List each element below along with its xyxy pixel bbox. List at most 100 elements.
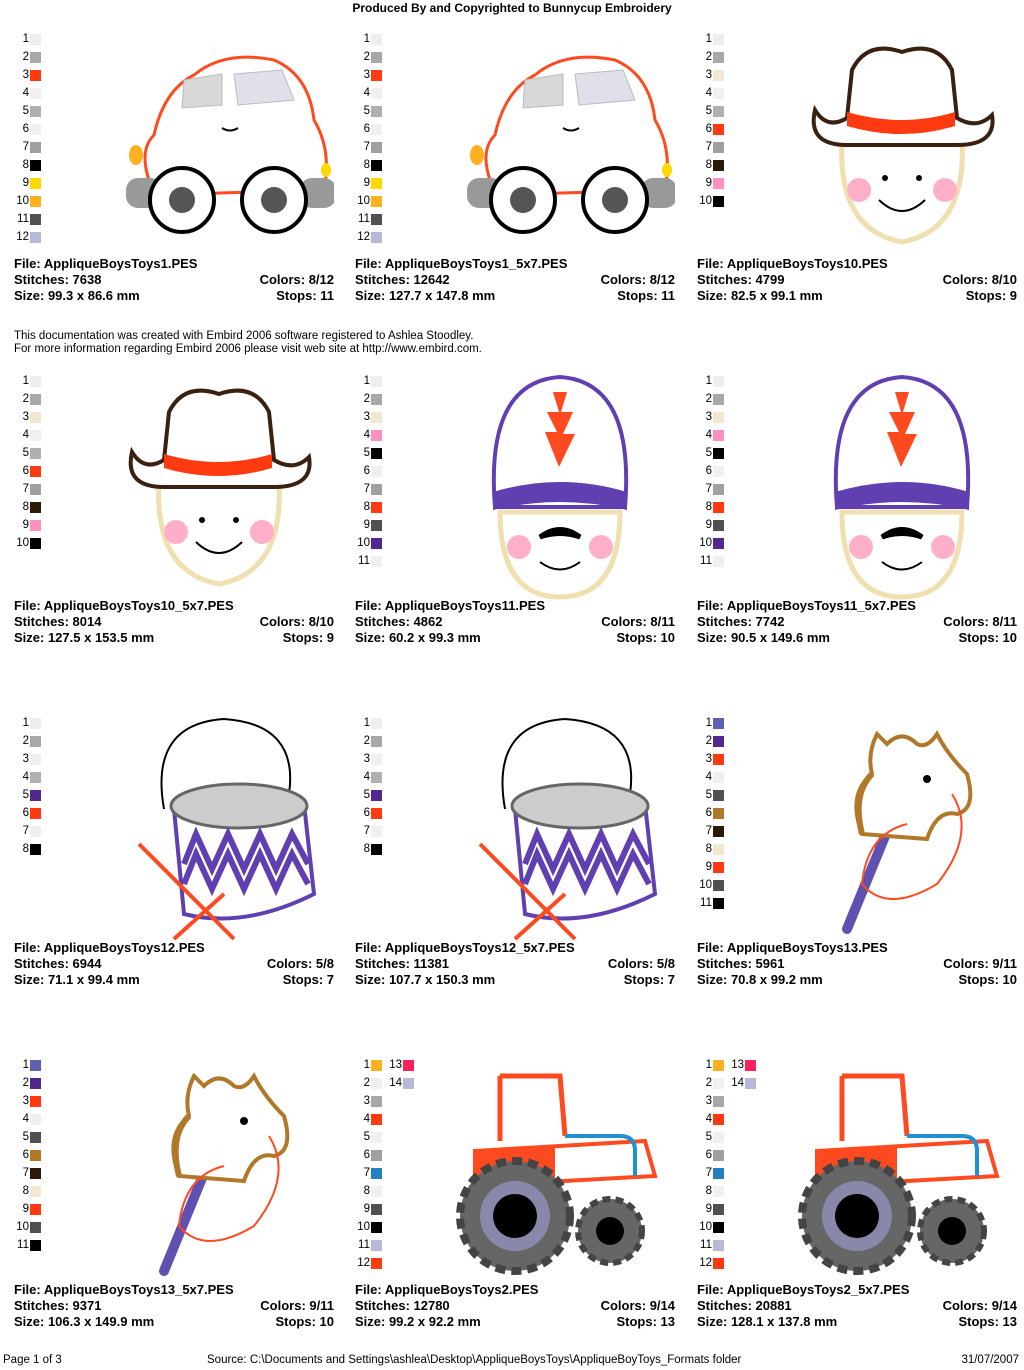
swatch-number: 3 (22, 69, 29, 81)
swatch-color-box (371, 1257, 382, 1269)
swatch-color-box (371, 213, 382, 225)
swatch-number: 9 (22, 1203, 29, 1215)
swatch-color-box (371, 51, 382, 63)
swatch-color-box (403, 1077, 414, 1089)
swatch-number: 9 (705, 519, 712, 531)
color-swatch: 7 (697, 1164, 724, 1182)
stop-count: Stops: 13 (616, 1314, 675, 1329)
color-swatch: 2 (355, 48, 382, 66)
swatch-color-box (713, 771, 724, 783)
color-swatch: 3 (14, 408, 41, 426)
swatch-color-box (371, 447, 382, 459)
color-swatch: 1 (697, 30, 724, 48)
swatch-number: 1 (22, 33, 29, 45)
swatch-number: 3 (363, 753, 370, 765)
color-swatch: 3 (14, 750, 41, 768)
swatch-color-box (30, 735, 41, 747)
swatch-number: 1 (22, 1059, 29, 1071)
swatch-number: 4 (22, 429, 29, 441)
swatch-color-box (371, 753, 382, 765)
color-swatch: 11 (14, 210, 41, 228)
stitch-count: Stitches: 8014 (14, 614, 102, 629)
swatch-color-box (713, 141, 724, 153)
swatch-number: 9 (363, 519, 370, 531)
swatch-color-box (371, 1131, 382, 1143)
color-swatch: 1 (14, 30, 41, 48)
color-swatch: 9 (355, 1200, 382, 1218)
color-count: Colors: 5/8 (266, 956, 334, 971)
swatch-number: 8 (22, 501, 29, 513)
color-swatch: 2 (355, 390, 382, 408)
swatch-number: 8 (363, 1185, 370, 1197)
swatch-color-box (371, 825, 382, 837)
swatch-color-box (371, 87, 382, 99)
swatch-color-box (713, 1185, 724, 1197)
swatch-number: 11 (700, 1239, 712, 1251)
swatch-number: 3 (22, 411, 29, 423)
print-date: 31/07/2007 (961, 1354, 1019, 1366)
swatch-color-box (30, 213, 41, 225)
swatch-number: 4 (705, 429, 712, 441)
stop-count: Stops: 13 (958, 1314, 1017, 1329)
swatch-color-box (30, 1239, 41, 1251)
swatch-color-box (713, 1257, 724, 1269)
swatch-color-box (30, 195, 41, 207)
swatch-color-box (713, 1131, 724, 1143)
swatch-color-box (713, 1077, 724, 1089)
swatch-number: 2 (22, 1077, 29, 1089)
swatch-color-box (713, 375, 724, 387)
source-path: Source: C:\Documents and Settings\ashlea… (207, 1354, 742, 1366)
color-swatch: 7 (14, 1164, 41, 1182)
swatch-color-box (713, 879, 724, 891)
color-swatch: 5 (697, 1128, 724, 1146)
design-size: Size: 90.5 x 149.6 mm (697, 630, 830, 645)
color-swatch: 6 (14, 1146, 41, 1164)
swatch-number: 5 (705, 105, 712, 117)
swatch-number: 10 (357, 195, 370, 207)
swatch-color-box (30, 1221, 41, 1233)
color-swatch: 5 (14, 1128, 41, 1146)
swatch-color-box (713, 1167, 724, 1179)
swatch-color-box (30, 231, 41, 243)
swatch-number: 9 (705, 177, 712, 189)
swatch-color-box (371, 69, 382, 81)
swatch-number: 7 (363, 825, 370, 837)
swatch-number: 6 (363, 465, 370, 477)
swatch-number: 5 (705, 447, 712, 459)
color-swatch: 12 (697, 1254, 724, 1272)
swatch-number: 5 (705, 1131, 712, 1143)
color-swatch: 10 (14, 1218, 41, 1236)
swatch-color-box (30, 429, 41, 441)
swatch-number: 1 (363, 33, 370, 45)
swatch-color-box (713, 519, 724, 531)
color-swatch: 10 (697, 534, 724, 552)
swatch-number: 3 (705, 1095, 712, 1107)
color-swatch: 4 (697, 768, 724, 786)
color-swatch: 4 (697, 426, 724, 444)
swatch-color-box (713, 411, 724, 423)
swatch-number: 3 (363, 69, 370, 81)
swatch-color-box (371, 159, 382, 171)
color-swatch: 4 (355, 1110, 382, 1128)
swatch-number: 7 (705, 1167, 712, 1179)
color-swatch: 8 (355, 156, 382, 174)
software-note: This documentation was created with Embi… (14, 330, 482, 356)
swatch-number: 2 (22, 51, 29, 63)
design-size: Size: 128.1 x 137.8 mm (697, 1314, 838, 1329)
swatch-color-box (371, 807, 382, 819)
color-swatch: 8 (14, 840, 41, 858)
color-swatch: 6 (355, 1146, 382, 1164)
swatch-number: 11 (700, 555, 712, 567)
color-swatch: 6 (14, 462, 41, 480)
page-header: Produced By and Copyrighted to Bunnycup … (352, 1, 672, 15)
color-swatch: 11 (14, 1236, 41, 1254)
color-swatch: 7 (14, 822, 41, 840)
swatch-number: 7 (22, 825, 29, 837)
color-swatch: 6 (355, 120, 382, 138)
swatch-number: 8 (363, 843, 370, 855)
swatch-number: 7 (22, 483, 29, 495)
swatch-number: 10 (699, 1221, 712, 1233)
